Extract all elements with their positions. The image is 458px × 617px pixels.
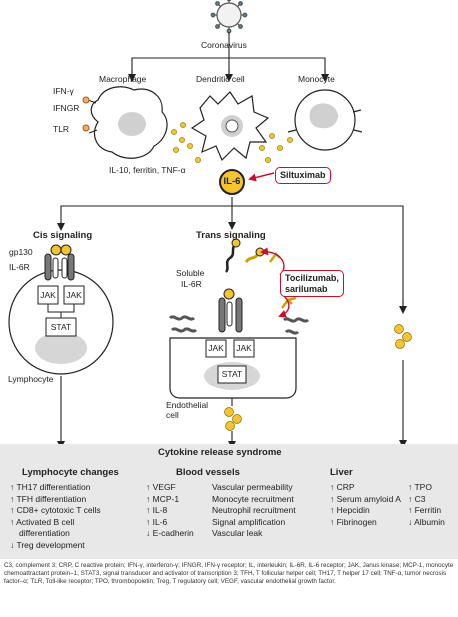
endothelial-label-1: Endothelial: [166, 400, 209, 410]
il6r-label: IL-6R: [9, 262, 30, 272]
drug2-line1: Tocilizumab,: [285, 273, 339, 283]
lymph-item: differentiation: [19, 528, 70, 539]
vessel-effect: Signal amplification: [212, 516, 286, 527]
drug2-line2: sarilumab: [285, 283, 328, 294]
liver-item: ↑ Ferritin: [408, 505, 442, 516]
endothelial-label-2: cell: [166, 410, 179, 420]
lymph-item: ↓ Treg development: [10, 539, 85, 550]
dendritic-cell-label: Dendritic cell: [196, 74, 245, 84]
tlr-label: TLR: [53, 124, 70, 134]
liver-right: ↑ TPO ↑ C3 ↑ Ferritin ↓ Albumin: [408, 482, 445, 528]
liver-item: ↑ TPO: [408, 482, 432, 492]
liver-left: ↑ CRP ↑ Serum amyloid A ↑ Hepcidin ↑ Fib…: [330, 482, 401, 528]
cis-jak-right: JAK: [66, 290, 82, 300]
gp130-label: gp130: [9, 247, 33, 257]
macrophage-icon: [82, 86, 168, 159]
liver-item: ↑ Serum amyloid A: [330, 493, 401, 504]
lymphocyte-changes-title: Lymphocyte changes: [22, 467, 119, 478]
cis-stat: STAT: [50, 322, 72, 332]
liver-item: ↑ C3: [408, 493, 426, 504]
liver-item: ↑ Hepcidin: [330, 505, 370, 516]
soluble-label: Soluble: [176, 268, 205, 278]
blood-vessels-title: Blood vessels: [176, 467, 240, 478]
lymph-item: ↑ CD8+ cytotoxic T cells: [10, 505, 101, 516]
soluble-il6r-label: IL-6R: [181, 279, 202, 289]
secreted-factors-label: IL-10, ferritin, TNF-α: [109, 165, 186, 175]
vessel-item: ↑ MCP-1: [146, 493, 180, 504]
blood-vessels-right: Vascular permeability Monocyte recruitme…: [212, 482, 296, 540]
trans-stat: STAT: [221, 369, 243, 379]
lymphocyte-label: Lymphocyte: [8, 374, 54, 384]
il6-node: IL-6: [219, 169, 245, 195]
lymph-item: ↑ Activated B cell: [10, 516, 75, 527]
endothelial-cell-icon: [168, 238, 310, 399]
lymphocyte-cell-icon: [8, 244, 114, 375]
coronavirus-label: Coronavirus: [201, 40, 247, 50]
abbreviations-footnote: C3, complement 3; CRP, C reactive protei…: [4, 562, 454, 585]
liver-title: Liver: [330, 467, 353, 478]
ifngr-label: IFNGR: [53, 103, 80, 113]
lymph-item: ↑ TFH differentiation: [10, 493, 87, 504]
trans-signaling-title: Trans signaling: [196, 230, 266, 241]
vessel-effect: Neutrophil recruitment: [212, 505, 296, 516]
vessel-item: ↑ IL-6: [146, 516, 168, 527]
vessel-effect: Vascular leak: [212, 528, 263, 539]
crs-title: Cytokine release syndrome: [158, 447, 282, 458]
monocyte-label: Monocyte: [298, 74, 335, 84]
vessel-item: ↑ IL-8: [146, 505, 168, 516]
cis-signaling-title: Cis signaling: [33, 230, 93, 241]
liver-item: ↑ Fibrinogen: [330, 516, 377, 527]
trans-jak-right: JAK: [236, 343, 252, 353]
liver-item: ↓ Albumin: [408, 516, 445, 527]
dendritic-cell-icon: [190, 91, 270, 162]
cis-jak-left: JAK: [40, 290, 56, 300]
blood-vessels-left: ↑ VEGF ↑ MCP-1 ↑ IL-8 ↑ IL-6 ↓ E-cadheri…: [146, 482, 194, 540]
vessel-effect: Monocyte recruitment: [212, 493, 294, 504]
macrophage-label: Macrophage: [99, 74, 147, 84]
vessel-item: ↑ VEGF: [146, 482, 176, 492]
siltuximab-label: Siltuximab: [275, 167, 331, 184]
vessel-effect: Vascular permeability: [212, 482, 293, 492]
vessel-item: ↓ E-cadherin: [146, 528, 194, 539]
crs-panel: [0, 444, 458, 559]
tocilizumab-sarilumab-label: Tocilizumab, sarilumab: [280, 270, 344, 297]
monocyte-icon: [287, 89, 363, 151]
lymphocyte-changes-list: ↑ TH17 differentiation ↑ TFH differentia…: [10, 482, 101, 552]
trans-jak-left: JAK: [208, 343, 224, 353]
lymph-item: ↑ TH17 differentiation: [10, 482, 91, 492]
ifn-gamma-label: IFN-γ: [53, 86, 74, 96]
coronavirus-icon: [210, 0, 248, 34]
liver-item: ↑ CRP: [330, 482, 355, 492]
